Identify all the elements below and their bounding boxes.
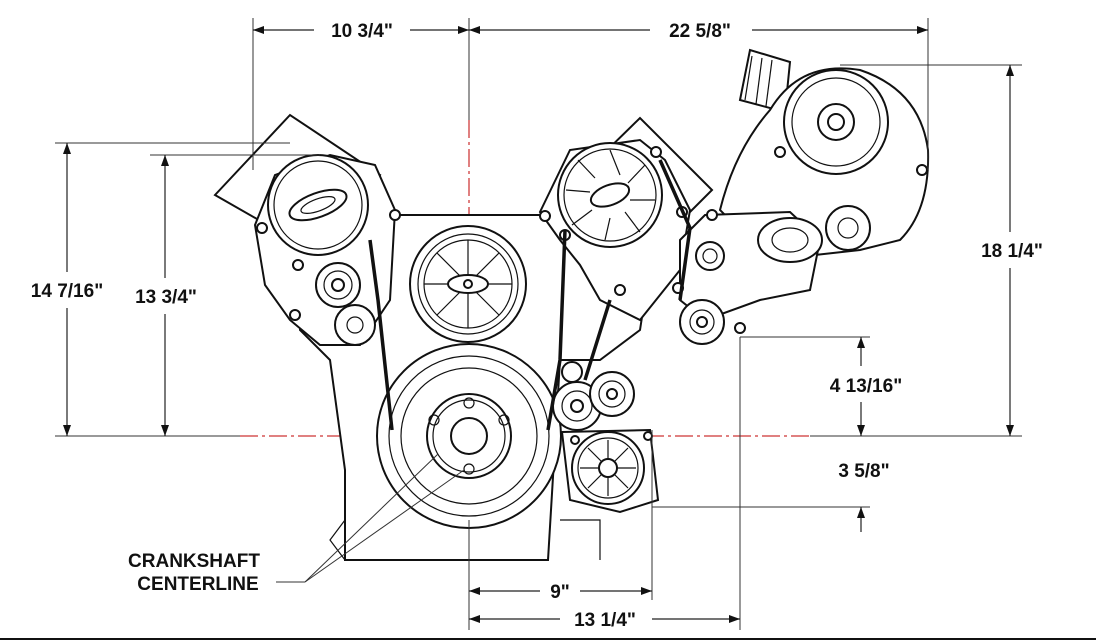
crank-damper [376,343,562,529]
water-pump-pulley [409,225,527,343]
dim-bottom-short: 9" [550,582,570,603]
dim-left-outer-height: 14 7/16" [31,281,103,302]
bottom-dimension-lines [468,337,741,630]
power-steering-pulley [560,428,660,514]
left-dimension-lines [55,142,320,437]
left-accessory-unit [253,153,401,346]
crankshaft-callout-leaders [276,453,465,583]
top-dimension-lines [252,18,929,170]
callout-crankshaft-line2: CENTERLINE [137,574,258,595]
dim-right-low-drop: 3 5/8" [838,461,889,482]
dim-top-right-width: 22 5/8" [669,21,731,42]
dim-top-left-width: 10 3/4" [331,21,393,42]
serpentine-belt [368,159,692,431]
lower-idlers [552,361,635,431]
supercharger-assembly [672,48,930,345]
dim-right-total-height: 18 1/4" [981,241,1043,262]
callout-crankshaft-line1: CRANKSHAFT [128,551,260,572]
dim-bottom-long: 13 1/4" [574,610,636,631]
dim-right-mid-height: 4 13/16" [830,376,902,397]
dim-left-inner-height: 13 3/4" [135,287,197,308]
right-dimension-lines [652,64,1022,532]
